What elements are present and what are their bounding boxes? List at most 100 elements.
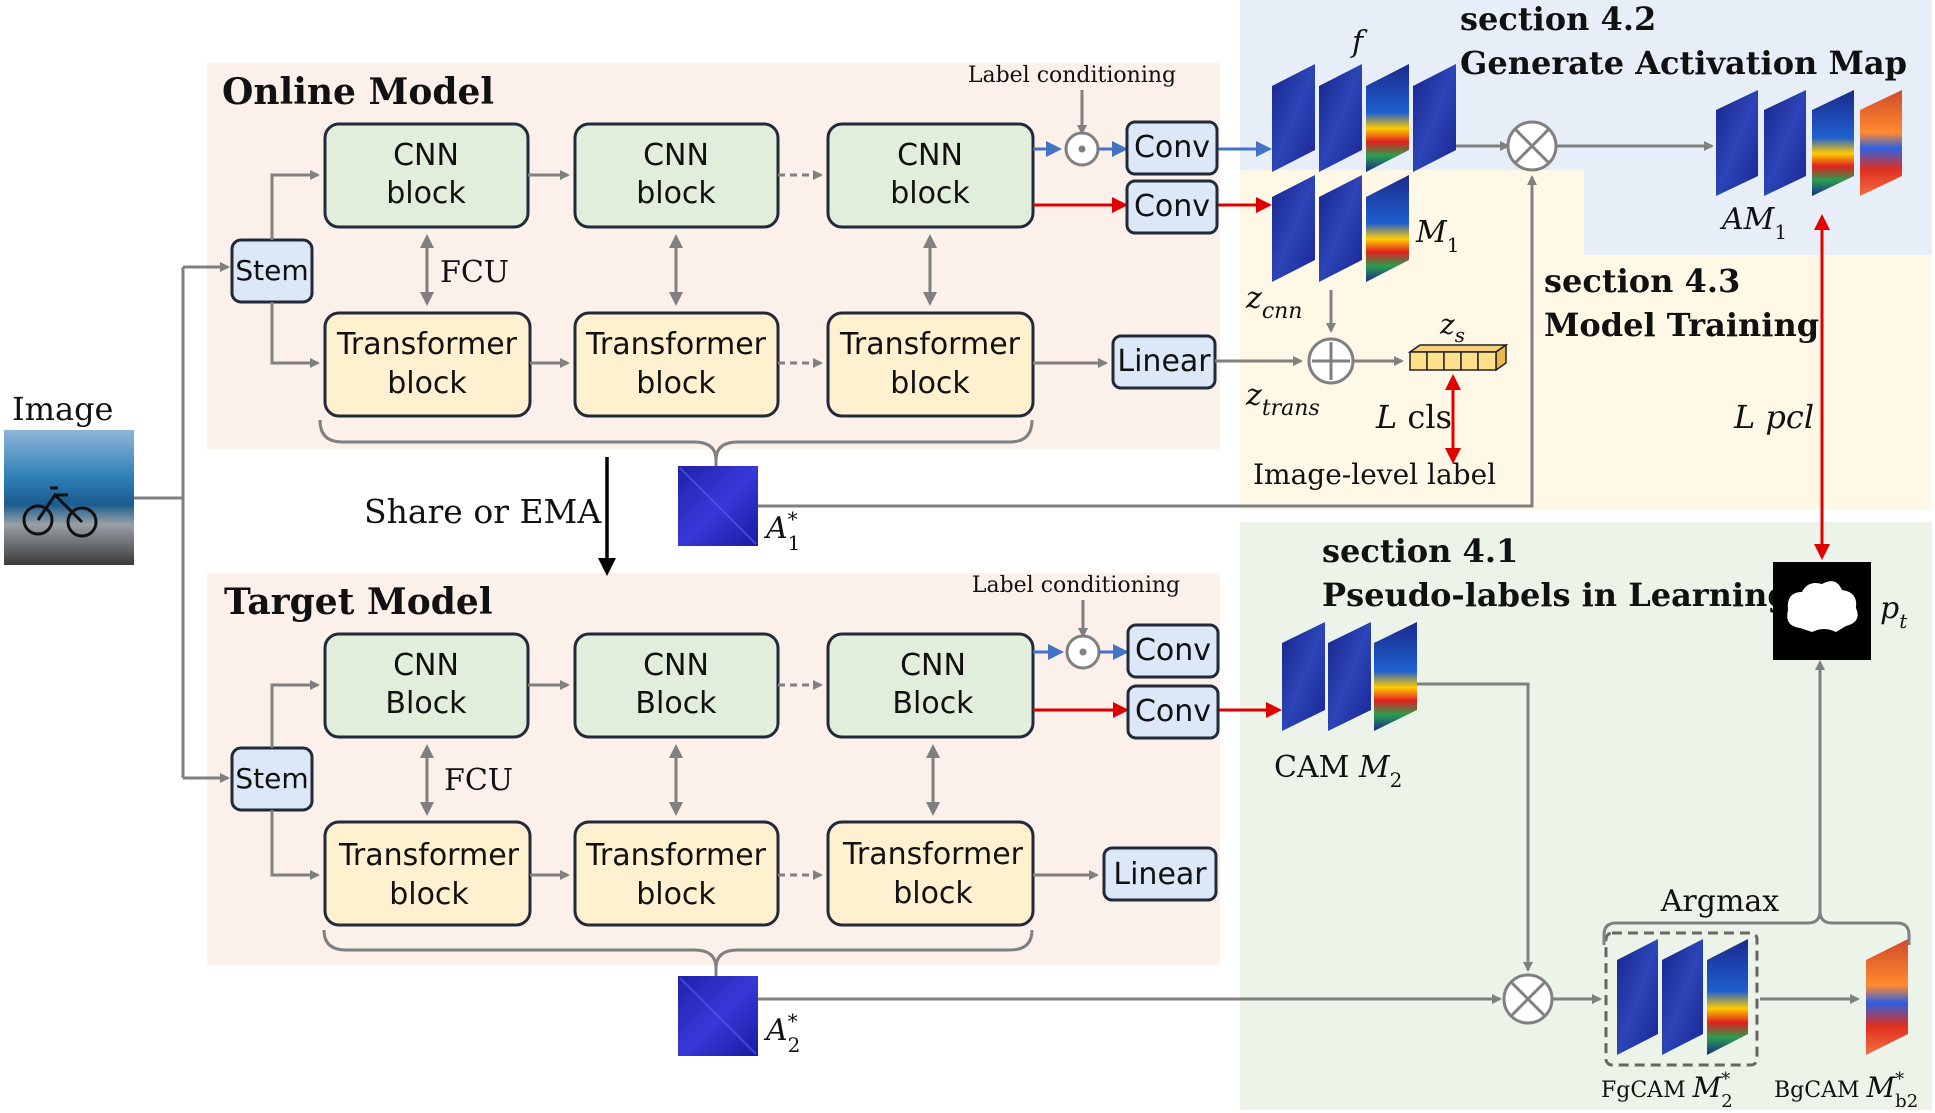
m1-label: M1	[1415, 215, 1459, 257]
online-fcu-label: FCU	[440, 255, 509, 290]
sum-node	[1307, 337, 1355, 385]
online-stem-arrows	[270, 170, 320, 368]
online-transformer-block-2: Transformer block	[573, 311, 780, 418]
attention-map-a2-diag	[679, 977, 757, 1055]
section-4-3-number: section 4.3	[1544, 262, 1740, 300]
online-linear-box: Linear	[1111, 334, 1217, 390]
svg-text:block: block	[890, 176, 970, 211]
target-transformer-block-3: Transformer block	[826, 820, 1035, 927]
online-conv-bottom: Conv	[1125, 179, 1219, 235]
online-stem-box: Stem	[230, 238, 314, 304]
section-4-1-title: Pseudo-labels in Learning	[1322, 576, 1790, 614]
svg-text:CNN: CNN	[643, 648, 709, 683]
target-label-conditioning-node	[1065, 600, 1101, 670]
svg-text:Conv: Conv	[1134, 130, 1210, 165]
svg-text:Linear: Linear	[1117, 344, 1211, 379]
online-model-title: Online Model	[222, 71, 494, 113]
z-trans-label: ztrans	[1245, 378, 1320, 421]
target-conv-bottom: Conv	[1126, 684, 1220, 740]
target-transformer-block-1: Transformer block	[323, 820, 532, 927]
svg-text:block: block	[636, 366, 716, 401]
svg-text:CNN: CNN	[900, 648, 966, 683]
svg-text:Transformer: Transformer	[839, 327, 1021, 362]
svg-text:block: block	[890, 366, 970, 401]
svg-text:block: block	[389, 877, 469, 912]
svg-text:CNN: CNN	[393, 648, 459, 683]
svg-text:Block: Block	[892, 686, 974, 721]
target-conv-top: Conv	[1126, 623, 1220, 679]
online-transformer-block-3: Transformer block	[826, 311, 1035, 418]
target-transformer-block-2: Transformer block	[573, 820, 780, 927]
fgcam-maps	[1617, 939, 1748, 1055]
svg-text:block: block	[636, 176, 716, 211]
activation-maps-am1	[1716, 90, 1902, 196]
svg-text:CNN: CNN	[897, 138, 963, 173]
svg-text:Transformer: Transformer	[842, 837, 1024, 872]
svg-text:Block: Block	[385, 686, 467, 721]
fgcam-label: FgCAM M*2	[1601, 1069, 1733, 1112]
section-4-2-number: section 4.2	[1460, 0, 1656, 38]
target-model-title: Target Model	[224, 581, 493, 623]
z-cnn-label: zcnn	[1245, 281, 1302, 324]
target-label-conditioning: Label conditioning	[972, 573, 1180, 598]
image-label: Image	[12, 390, 113, 428]
multiply-node-top	[1506, 120, 1558, 172]
target-stem-arrows	[270, 680, 320, 880]
attention-a1-label: A*1	[763, 507, 800, 555]
svg-text:Transformer: Transformer	[585, 838, 767, 873]
svg-text:Linear: Linear	[1113, 857, 1207, 892]
argmax-label: Argmax	[1660, 884, 1780, 919]
online-label-conditioning-node	[1064, 90, 1100, 167]
svg-text:Conv: Conv	[1135, 633, 1211, 668]
svg-text:Transformer: Transformer	[336, 327, 518, 362]
svg-text:Conv: Conv	[1135, 694, 1211, 729]
svg-text:Conv: Conv	[1134, 189, 1210, 224]
pt-label: pt	[1880, 591, 1908, 633]
bgcam-map	[1866, 939, 1908, 1055]
svg-text:Block: Block	[635, 686, 717, 721]
feature-maps-f	[1272, 64, 1456, 172]
online-cnn-block-2: CNN block	[573, 122, 780, 229]
attention-map-a1-diag	[679, 467, 757, 545]
svg-text:CNN: CNN	[643, 138, 709, 173]
svg-text:Transformer: Transformer	[338, 838, 520, 873]
svg-text:block: block	[636, 877, 716, 912]
target-cnn-block-1: CNN Block	[323, 632, 530, 739]
input-arrows	[134, 262, 230, 783]
cam-maps-m2	[1282, 622, 1417, 731]
fgcam-dashed-box	[1604, 931, 1759, 1067]
zs-label: zs	[1439, 308, 1465, 347]
target-stem-box: Stem	[230, 746, 314, 812]
online-conv-top: Conv	[1125, 120, 1219, 176]
online-block-arrows	[420, 170, 937, 368]
section-4-2-title: Generate Activation Map	[1460, 44, 1907, 82]
am1-label: AM1	[1719, 202, 1787, 244]
target-stem-label: Stem	[235, 762, 308, 795]
svg-text:block: block	[387, 366, 467, 401]
target-fcu-label: FCU	[444, 763, 513, 798]
pseudo-label-pt	[1773, 562, 1871, 660]
a1-to-multiply	[758, 175, 1537, 508]
l-cls-label: L cls	[1375, 398, 1452, 436]
attention-a2-label: A*2	[763, 1009, 800, 1057]
online-cnn-block-3: CNN block	[826, 122, 1035, 229]
zs-vector	[1407, 343, 1509, 372]
target-block-arrows	[420, 680, 940, 880]
svg-text:CNN: CNN	[393, 138, 459, 173]
online-label-conditioning: Label conditioning	[968, 63, 1176, 88]
svg-text:Transformer: Transformer	[585, 327, 767, 362]
section-4-1-number: section 4.1	[1322, 532, 1518, 570]
section-4-3-title: Model Training	[1544, 306, 1819, 344]
cam-maps-m1	[1272, 175, 1409, 282]
target-cnn-block-3: CNN Block	[826, 632, 1035, 739]
online-cnn-block-1: CNN block	[323, 122, 530, 229]
l-pcl-label: L pcl	[1733, 398, 1814, 436]
input-image	[4, 430, 134, 565]
online-transformer-block-1: Transformer block	[323, 311, 532, 418]
share-or-ema-label: Share or EMA	[364, 492, 602, 531]
multiply-node-bottom	[1502, 973, 1554, 1025]
online-stem-label: Stem	[235, 254, 308, 287]
svg-text:block: block	[893, 876, 973, 911]
